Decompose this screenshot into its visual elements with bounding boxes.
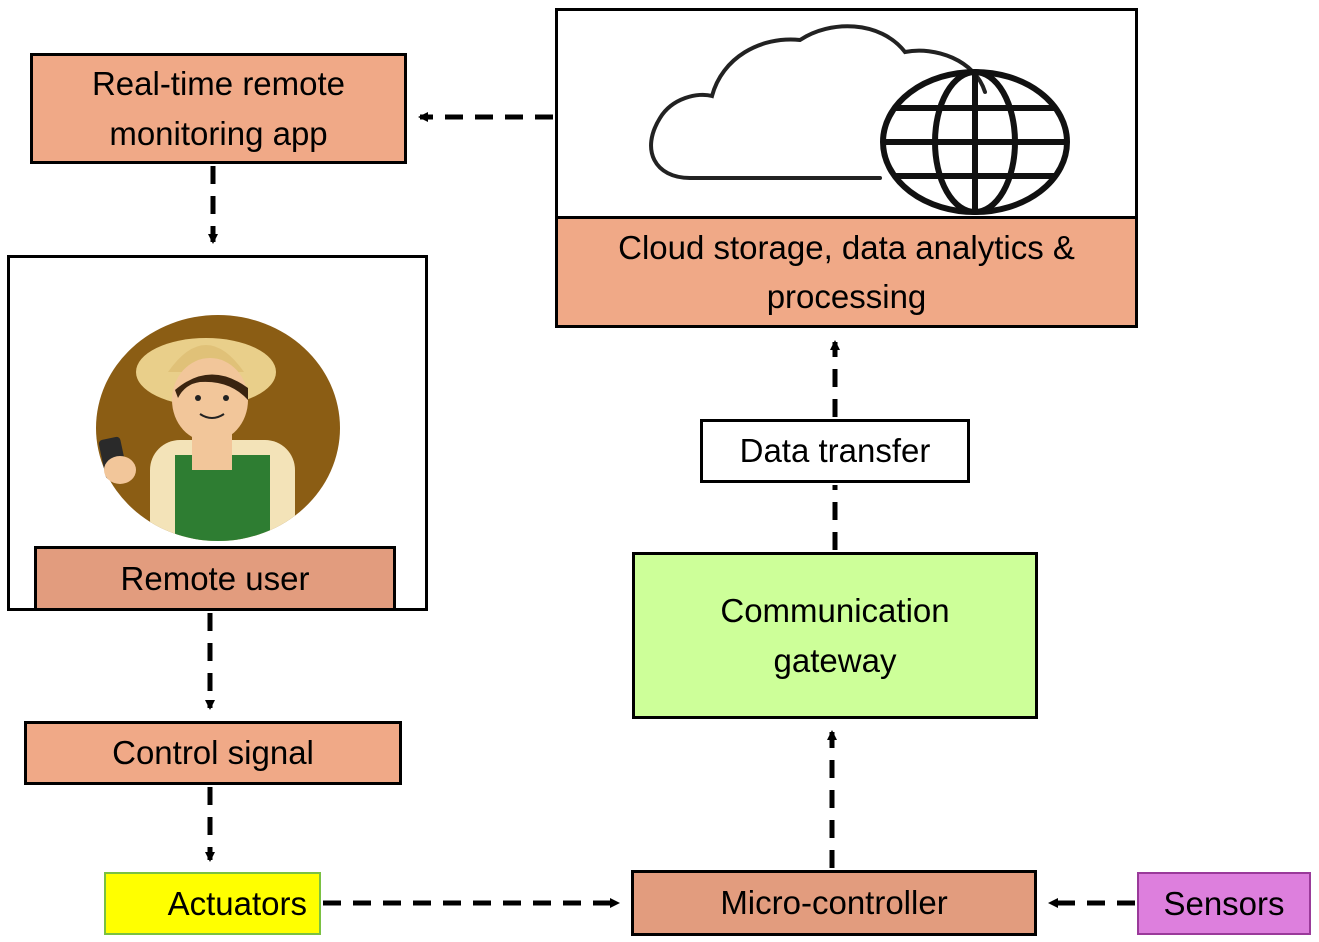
microcontroller-box: Micro-controller (631, 870, 1037, 936)
cloud-storage-label: Cloud storage, data analytics & processi… (618, 228, 1075, 316)
communication-gateway-box: Communication gateway (632, 552, 1038, 719)
sensors-label: Sensors (1163, 884, 1285, 922)
control-signal-label: Control signal (112, 734, 314, 772)
globe-icon (880, 69, 1070, 215)
monitoring-app-box: Real-time remote monitoring app (30, 53, 407, 164)
monitoring-app-label: Real-time remote monitoring app (91, 65, 346, 152)
actuators-label: Actuators (167, 884, 307, 922)
actuators-box: Actuators (104, 872, 321, 935)
communication-gateway-label: Communication gateway (720, 592, 950, 679)
remote-user-label: Remote user (120, 559, 310, 597)
sensors-box: Sensors (1137, 872, 1311, 935)
data-transfer-label: Data transfer (739, 432, 931, 470)
control-signal-box: Control signal (24, 721, 402, 785)
data-transfer-box: Data transfer (700, 419, 970, 483)
remote-user-box: Remote user (34, 546, 396, 611)
microcontroller-label: Micro-controller (720, 884, 948, 922)
cloud-icon (649, 24, 987, 180)
cloud-storage-box: Cloud storage, data analytics & processi… (555, 216, 1138, 328)
